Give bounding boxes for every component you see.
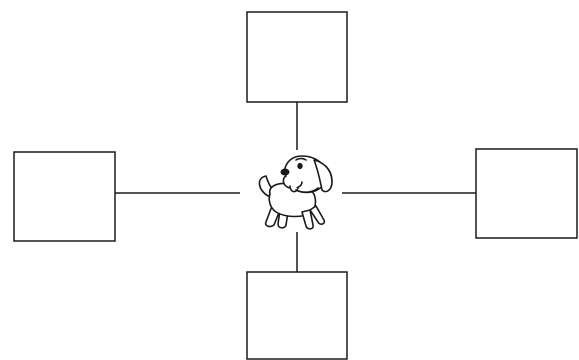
box-left[interactable] — [13, 151, 116, 242]
box-top[interactable] — [246, 11, 348, 103]
box-right[interactable] — [475, 148, 578, 239]
dog-icon — [258, 155, 333, 230]
box-bottom[interactable] — [246, 271, 348, 360]
